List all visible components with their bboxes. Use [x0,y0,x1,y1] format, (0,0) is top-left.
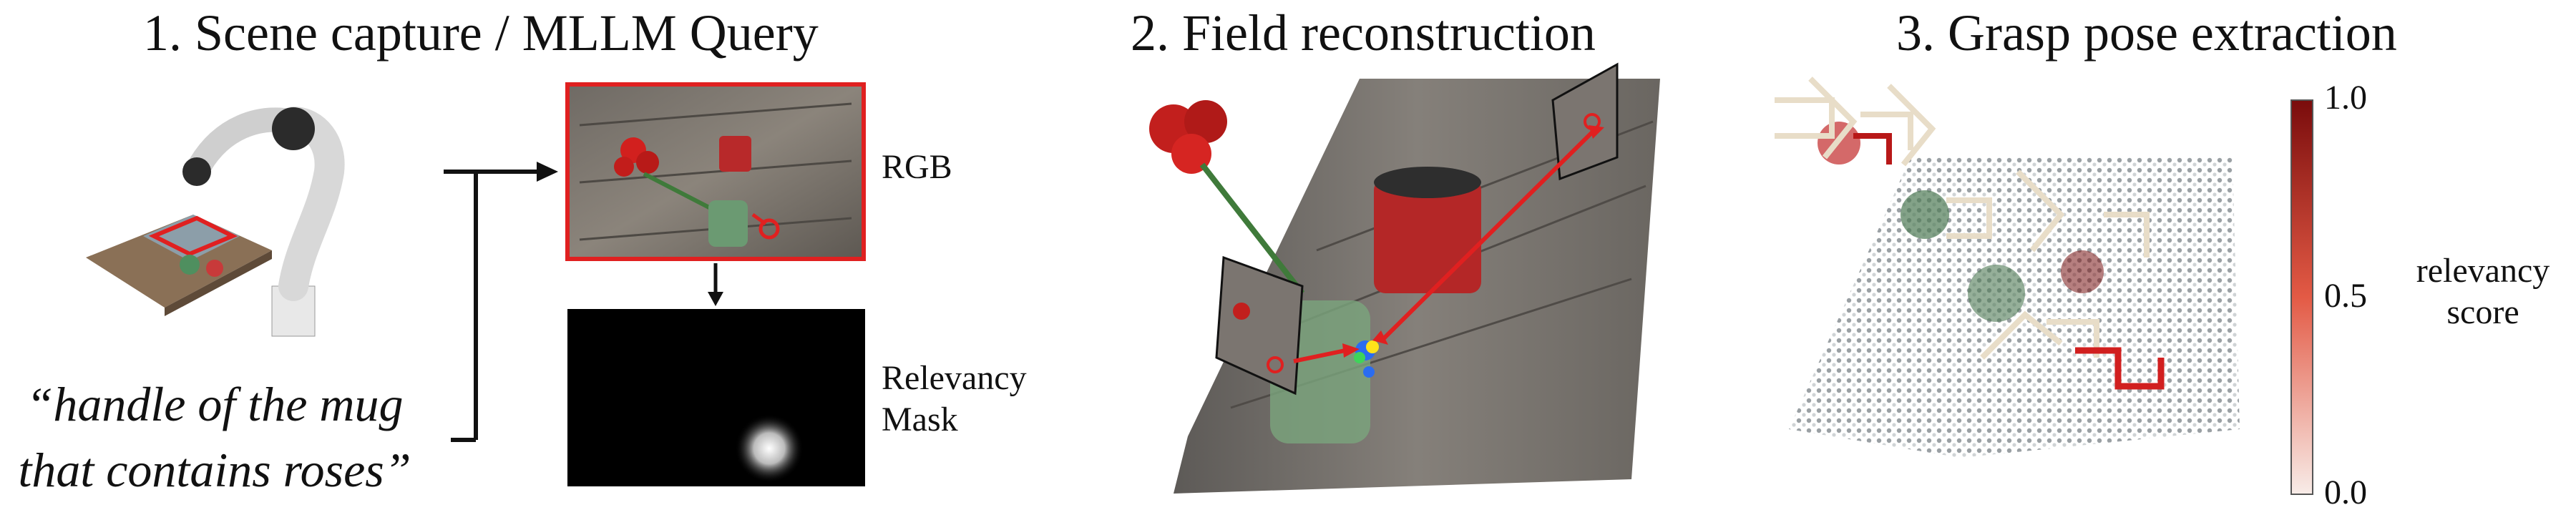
reconstructed-mug [1374,179,1481,293]
grasp-point-cloud [1775,77,2240,458]
query-line-2: that contains roses” [18,442,411,497]
vase [708,200,748,247]
best-grasp-pose [2075,347,2165,390]
rgb-image [565,82,866,261]
query-line-1: “handle of the mug [26,377,404,431]
query-bracket-arrow [444,162,558,442]
field-reconstruction-scene [1149,62,1660,494]
title-grasp-pose-extraction: 3. Grasp pose extraction [1896,4,2397,62]
projection-arrow-left [1293,348,1346,363]
camera-view-highlight [148,215,238,257]
handle-highlight [758,218,780,240]
grasp-candidates [1775,77,2150,360]
relevancy-mask-label: Relevancy Mask [882,359,1027,438]
query-text: “handle of the mug that contains roses” [0,372,429,504]
relevancy-hotspot [735,414,804,483]
robot-arm-illustration [86,107,345,337]
colorbar-gradient [2290,99,2313,495]
colorbar-title: relevancy score [2416,252,2550,331]
arrow-head [537,162,558,182]
colorbar [2290,99,2313,495]
colorbar-max-label: 1.0 [2324,79,2367,117]
title-scene-capture: 1. Scene capture / MLLM Query [143,4,819,62]
robot-joint [272,107,315,150]
relevancy-mask-image [567,309,865,486]
title-field-reconstruction: 2. Field reconstruction [1131,4,1596,62]
colorbar-min-label: 0.0 [2324,474,2367,511]
rgb-label: RGB [882,148,952,186]
projection-arrow-right [1380,130,1594,342]
down-arrow [708,263,723,306]
colorbar-mid-label: 0.5 [2324,277,2367,315]
mug [719,136,751,172]
